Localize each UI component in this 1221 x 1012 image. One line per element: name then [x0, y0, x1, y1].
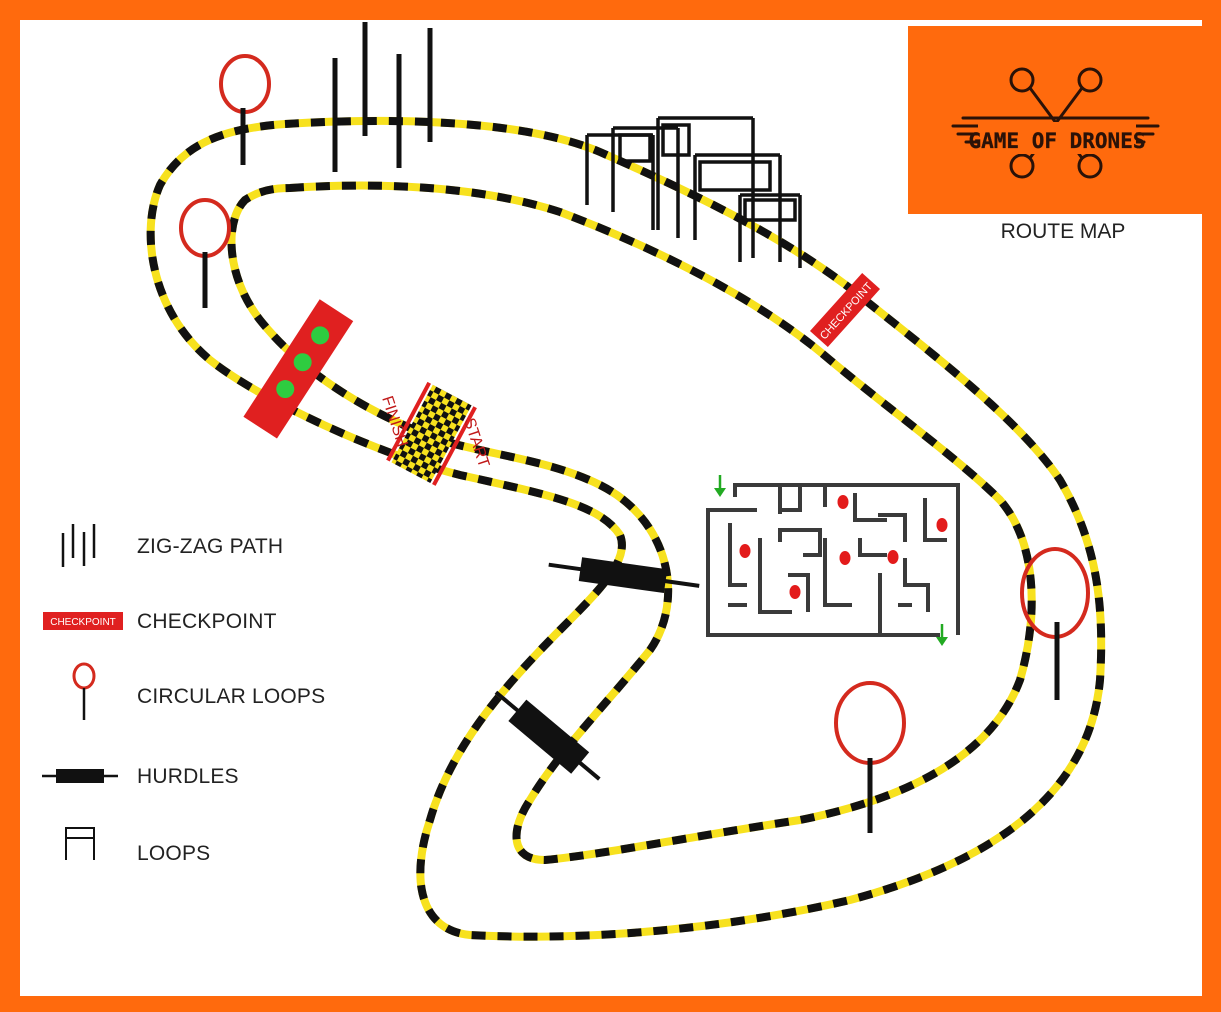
start-lights-gate	[243, 299, 354, 439]
track-inner-boundary	[227, 181, 1036, 865]
circular-loop-4	[834, 681, 906, 833]
finish-label: FINISH	[378, 394, 410, 449]
legend-zigzag-icon	[61, 524, 96, 567]
circular-loop-3	[1020, 547, 1090, 700]
legend-zigzag-label: ZIG-ZAG PATH	[137, 535, 284, 558]
route-map-title: ROUTE MAP	[1000, 220, 1126, 243]
maze-exit-arrow-icon	[936, 624, 948, 646]
legend-checkpoint-label: CHECKPOINT	[137, 610, 277, 633]
drone-logo-icon: GAME OF DRONES	[951, 67, 1160, 179]
finish-start-line	[386, 381, 477, 486]
circular-loop-2	[179, 198, 231, 308]
circular-loop-1	[219, 54, 271, 165]
legend-loops-label: LOOPS	[137, 842, 211, 865]
hurdle-2	[494, 690, 601, 781]
maze	[706, 483, 960, 637]
track-map: FINISH START CHECKPOINT	[42, 22, 1106, 941]
hurdle-1	[548, 557, 700, 594]
maze-markers	[739, 495, 948, 599]
logo-text: GAME OF DRONES	[968, 129, 1145, 153]
loop-gates	[585, 116, 802, 268]
legend-checkpoint-tag-text: CHECKPOINT	[50, 617, 116, 628]
route-map-canvas: FINISH START CHECKPOINT	[20, 20, 1202, 996]
legend-hurdle-icon	[42, 769, 118, 783]
legend-loop-gate-icon	[65, 827, 95, 860]
zigzag-poles	[332, 22, 433, 172]
logo-panel: GAME OF DRONES	[908, 26, 1202, 214]
maze-entry-arrow-icon	[714, 475, 726, 497]
legend-checkpoint-tag: CHECKPOINT	[43, 612, 123, 630]
legend-circular-loops-label: CIRCULAR LOOPS	[137, 685, 326, 708]
legend-hurdles-label: HURDLES	[137, 765, 239, 788]
legend-circular-loop-icon	[72, 662, 96, 720]
